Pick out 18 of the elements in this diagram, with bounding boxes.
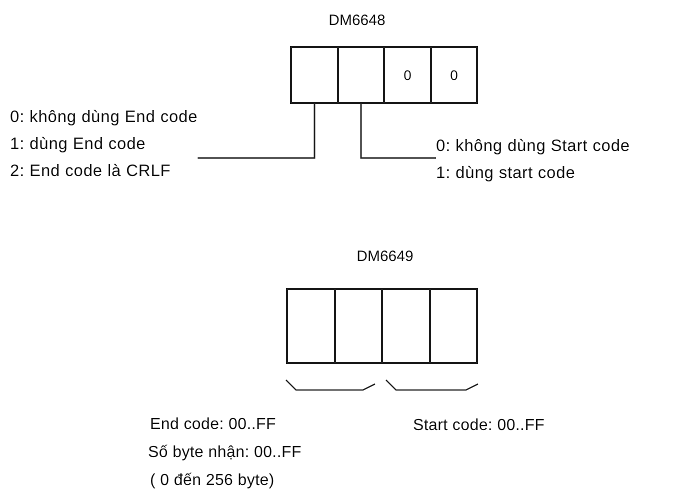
- register-cell: 0: [383, 46, 432, 104]
- option-list: 0: không dùng End code 1: dùng End code 2: End code là CRLF: [10, 104, 198, 185]
- leader-line: [360, 104, 436, 159]
- register-cell: [290, 46, 339, 104]
- register-cell: [381, 288, 431, 364]
- field-description: End code: 00..FF: [150, 416, 276, 434]
- register-cell: [334, 288, 383, 364]
- register-cell: 0: [430, 46, 478, 104]
- field-description: Start code: 00..FF: [413, 417, 545, 435]
- field-description: ( 0 đến 256 byte): [150, 472, 274, 490]
- register-cell: [429, 288, 478, 364]
- register-cell: [286, 288, 336, 364]
- register-label: DM6649: [356, 248, 414, 265]
- register-label: DM6648: [328, 12, 386, 29]
- option-list: 0: không dùng Start code 1: dùng start code: [436, 133, 630, 187]
- register-cell: [337, 46, 385, 104]
- leader-line: [198, 104, 316, 159]
- field-description: Số byte nhận: 00..FF: [148, 444, 302, 462]
